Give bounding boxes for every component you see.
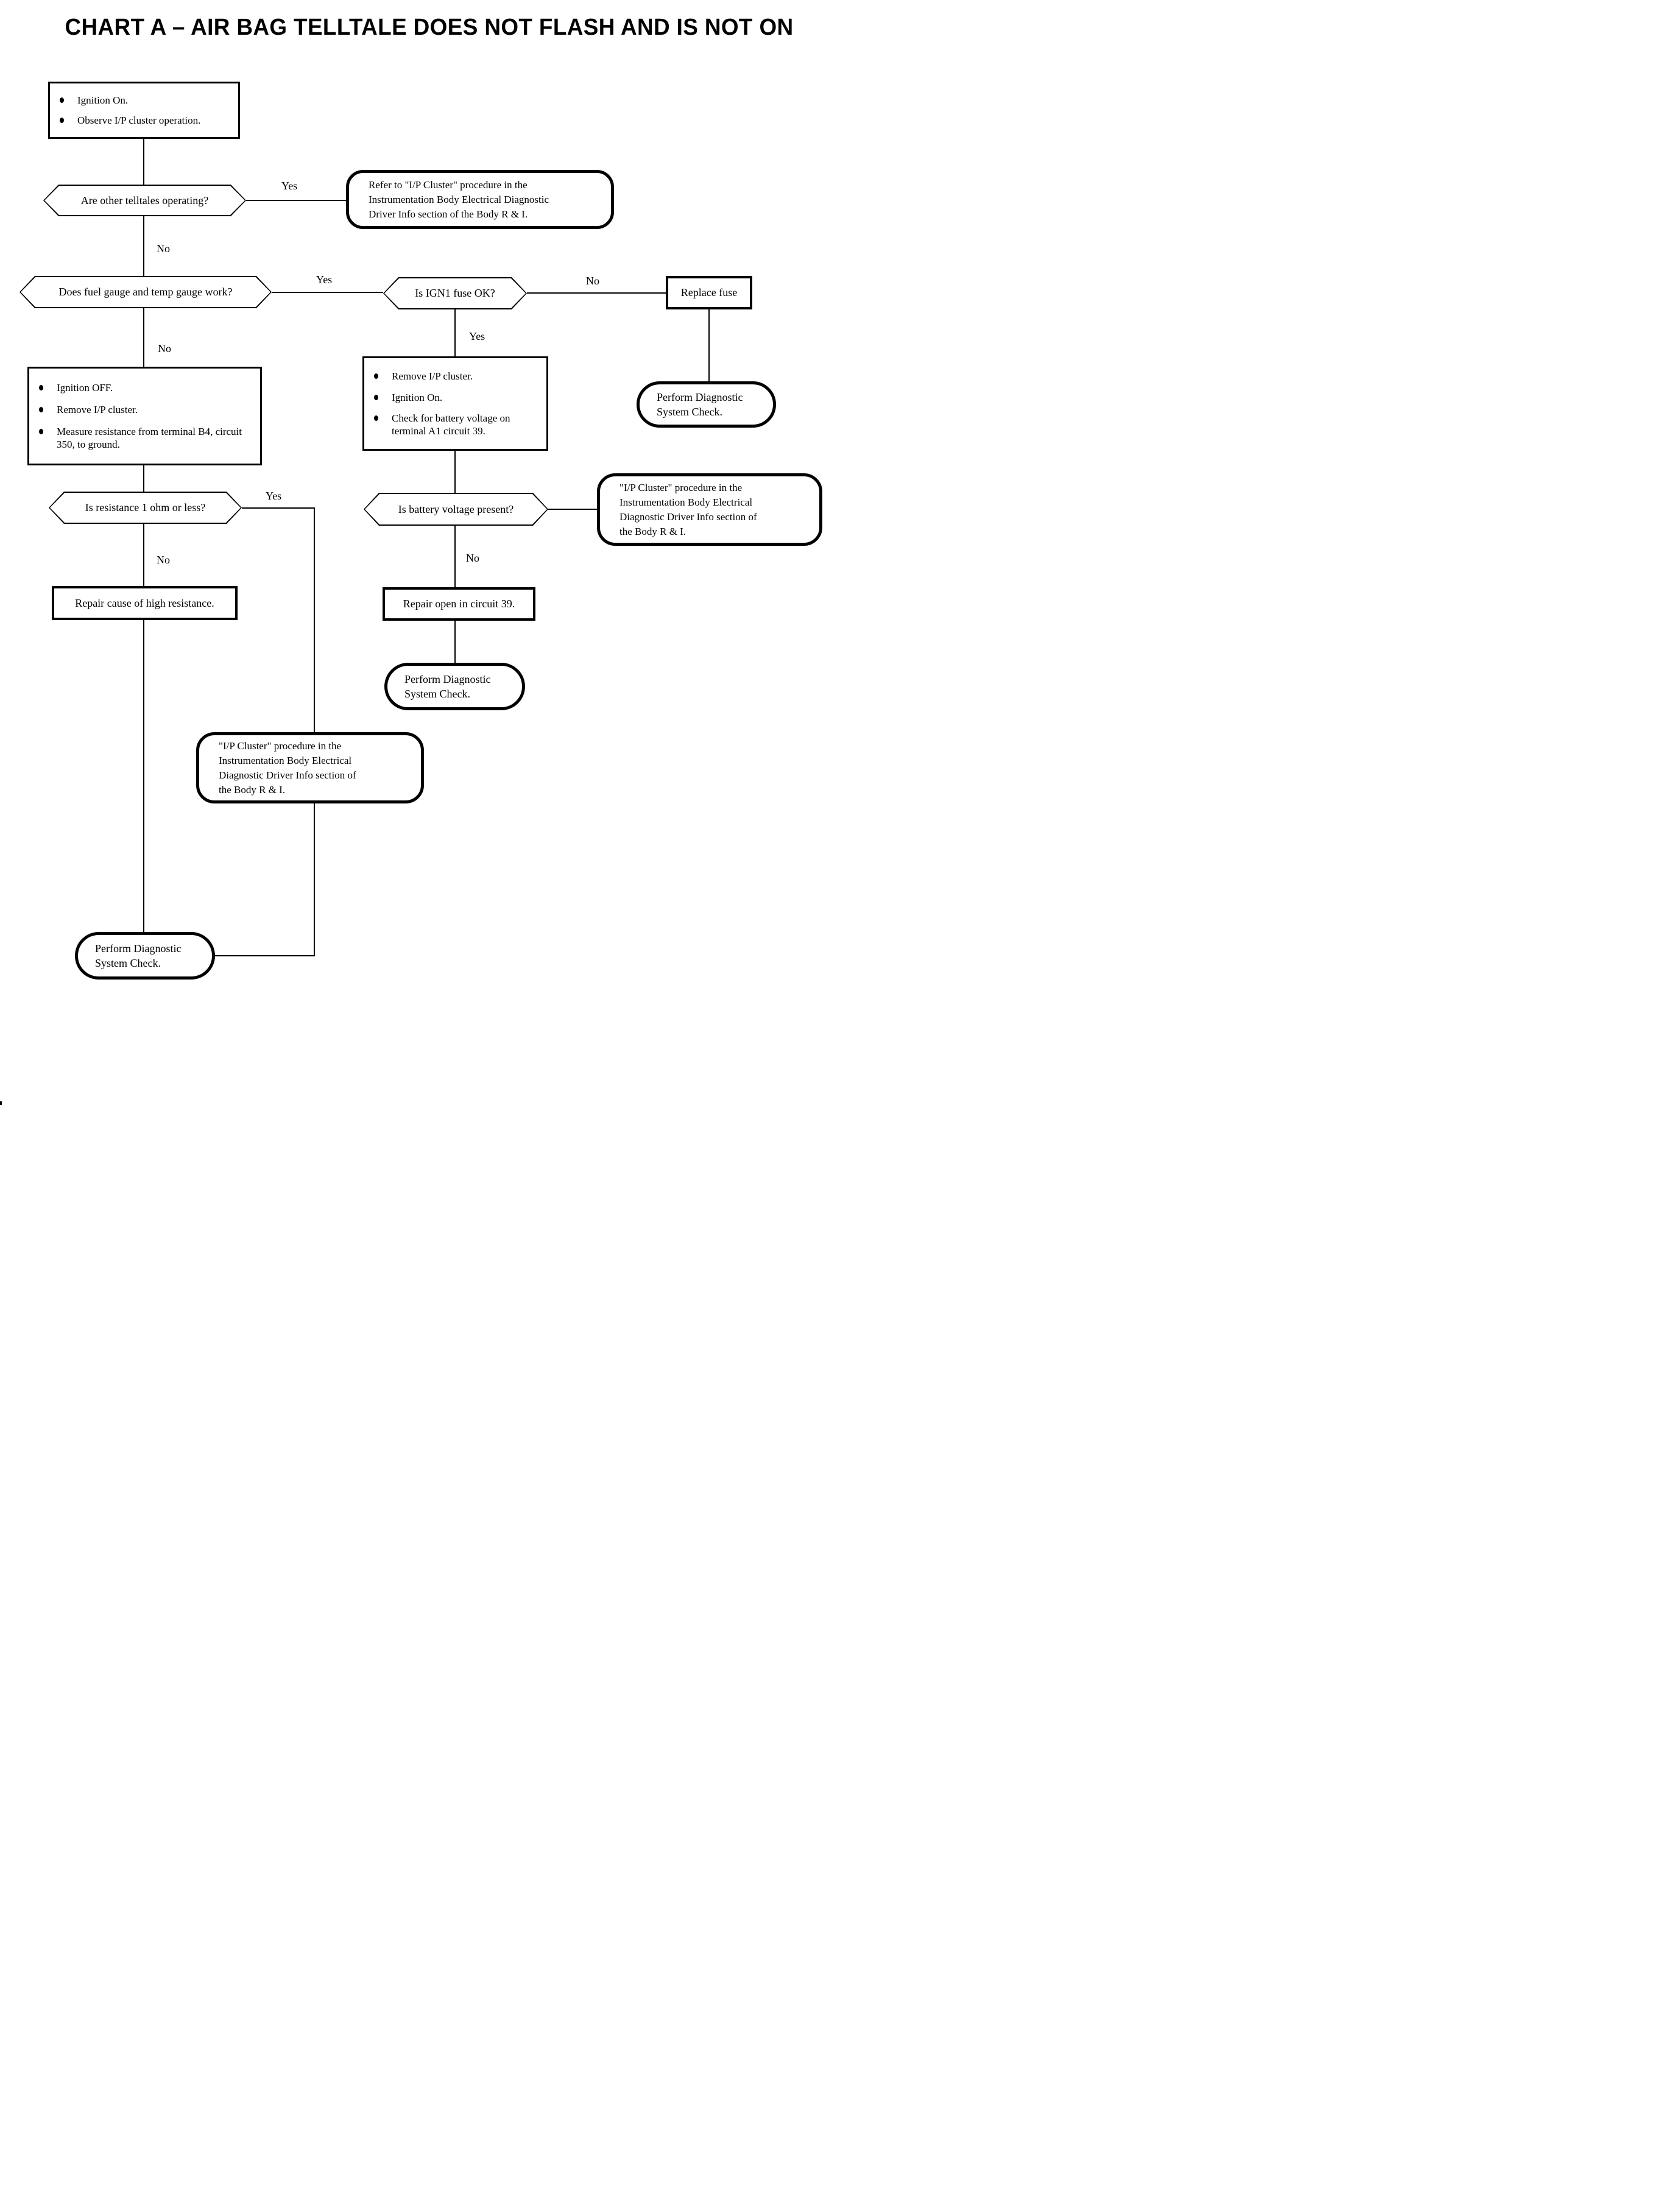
start-steps-box: Ignition On. Observe I/P cluster operati…	[48, 82, 240, 139]
bullet-item: Observe I/P cluster operation.	[60, 114, 232, 127]
replace-fuse-box: Replace fuse	[666, 276, 752, 309]
bullet-icon	[60, 117, 64, 123]
perform-diagnostic-check-right: Perform Diagnostic System Check.	[637, 381, 776, 428]
edge-label-yes-1: Yes	[281, 180, 298, 192]
refer-ip-cluster-box: Refer to "I/P Cluster" procedure in the …	[346, 170, 614, 229]
flowchart-page: CHART A – AIR BAG TELLTALE DOES NOT FLAS…	[0, 0, 840, 1105]
page-artifact	[0, 1101, 2, 1105]
decision-fuel-temp-gauge: Does fuel gauge and temp gauge work?	[19, 276, 272, 308]
bullet-item: Remove I/P cluster.	[39, 403, 254, 416]
repair-high-resistance-box: Repair cause of high resistance.	[52, 586, 238, 620]
edge-fuse-yes	[454, 309, 456, 356]
edge-fuelgauge-no	[143, 308, 144, 367]
bullet-icon	[60, 97, 64, 104]
edge-label-yes-2: Yes	[316, 274, 333, 286]
bullet-icon	[39, 429, 43, 434]
edge-label-no-3: No	[158, 342, 171, 355]
edge-label-yes-4: Yes	[266, 490, 282, 502]
edge-replacefuse-to-check	[708, 309, 710, 381]
perform-diagnostic-check-bottom: Perform Diagnostic System Check.	[75, 932, 215, 980]
bullet-icon	[374, 394, 378, 400]
bullet-item: Ignition OFF.	[39, 381, 254, 394]
edge-label-yes-3: Yes	[469, 330, 485, 342]
edge-telltales-no	[143, 216, 144, 276]
edge-battery-no	[454, 526, 456, 587]
edge-label-no-1: No	[157, 242, 170, 255]
repair-open-circuit-box: Repair open in circuit 39.	[383, 587, 535, 621]
ip-cluster-procedure-center-box: "I/P Cluster" procedure in the Instrumen…	[196, 732, 424, 803]
bullet-icon	[39, 407, 43, 412]
bullet-item: Ignition On.	[374, 391, 540, 404]
perform-diagnostic-check-middle: Perform Diagnostic System Check.	[384, 663, 525, 710]
edge-resistance-no	[143, 524, 144, 586]
edge-resistance-yes-v	[314, 507, 315, 732]
bullet-item: Measure resistance from terminal B4, cir…	[39, 425, 254, 451]
bullet-icon	[39, 385, 43, 390]
bullet-item: Remove I/P cluster.	[374, 370, 540, 383]
page-title: CHART A – AIR BAG TELLTALE DOES NOT FLAS…	[65, 15, 794, 40]
bullet-icon	[374, 373, 378, 380]
edge-label-no-5: No	[466, 552, 479, 564]
edge-steps-to-battery	[454, 451, 456, 493]
bullet-icon	[374, 415, 378, 421]
decision-ign1-fuse: Is IGN1 fuse OK?	[383, 277, 527, 309]
decision-battery-voltage: Is battery voltage present?	[364, 493, 548, 526]
remove-cluster-steps-box: Remove I/P cluster. Ignition On. Check f…	[362, 356, 548, 451]
edge-start-to-telltales	[143, 139, 144, 185]
decision-resistance: Is resistance 1 ohm or less?	[49, 492, 242, 524]
ignition-off-steps-box: Ignition OFF. Remove I/P cluster. Measur…	[27, 367, 262, 465]
edge-label-no-4: No	[157, 554, 170, 566]
edge-resistance-yes-h	[242, 507, 314, 509]
edge-steps-to-resistance	[143, 465, 144, 492]
ip-cluster-procedure-right-box: "I/P Cluster" procedure in the Instrumen…	[597, 473, 822, 546]
edge-repair-to-check-mid	[454, 621, 456, 663]
edge-label-no-2: No	[586, 275, 599, 287]
bullet-item: Check for battery voltage on terminal A1…	[374, 412, 540, 437]
edge-procedure-to-check-bottom	[314, 803, 315, 956]
decision-other-telltales: Are other telltales operating?	[43, 185, 246, 216]
edge-fuse-no	[527, 292, 666, 294]
edge-repairleft-to-check-bottom	[143, 620, 144, 932]
edge-telltales-yes	[246, 200, 346, 201]
edge-into-check-bottom	[214, 955, 315, 956]
bullet-item: Ignition On.	[60, 94, 232, 107]
edge-fuelgauge-yes	[272, 292, 383, 293]
edge-battery-yes	[548, 509, 597, 510]
